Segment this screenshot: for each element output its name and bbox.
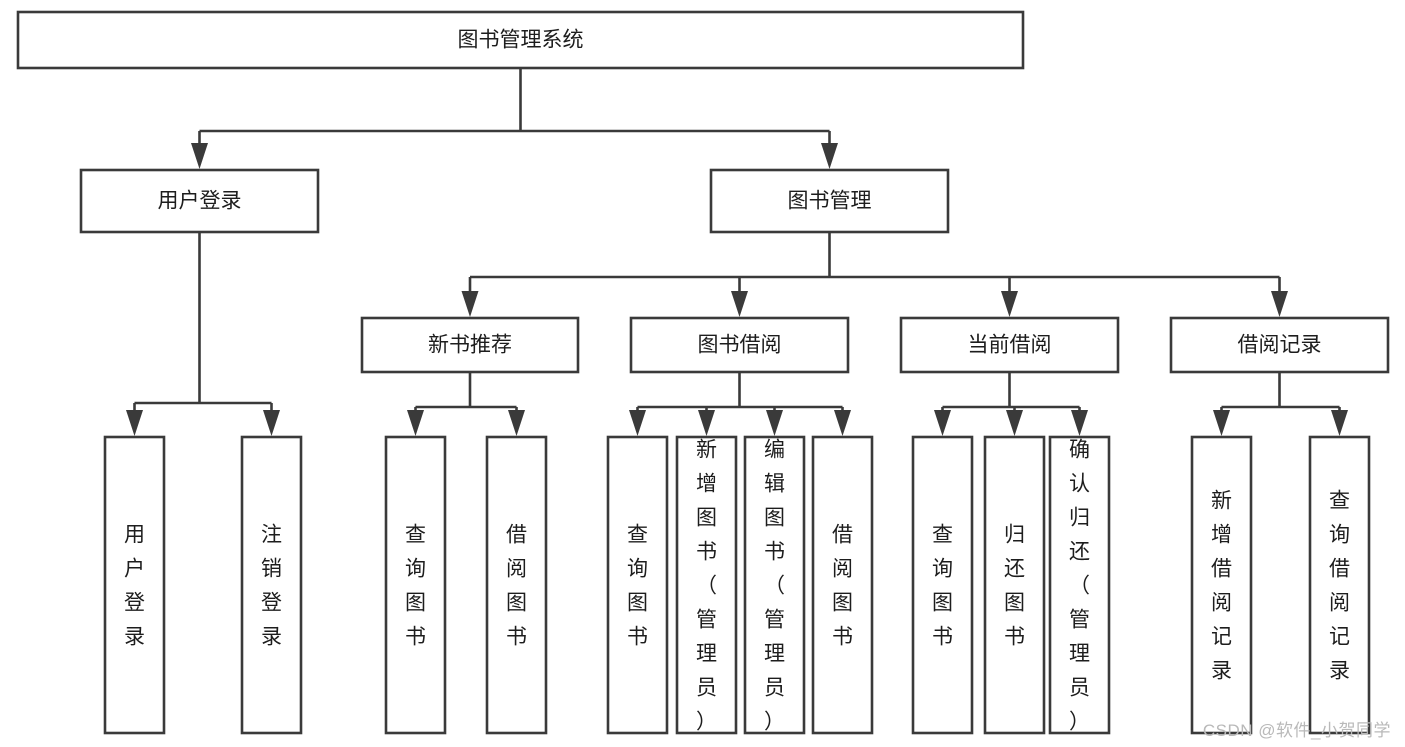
node-layer: 图书管理系统用户登录图书管理新书推荐图书借阅当前借阅借阅记录用户登录注销登录查询… xyxy=(16,10,1390,735)
node-box-leaf-logout[interactable] xyxy=(240,435,303,735)
node-leaf-user-login[interactable]: 用户登录 xyxy=(103,435,166,735)
connector-group-root xyxy=(191,68,838,169)
node-box-leaf-add-record[interactable] xyxy=(1190,435,1253,735)
arrow-head-icon xyxy=(629,410,646,436)
node-box-leaf-confirm-return[interactable] xyxy=(1048,435,1111,735)
node-label-book-borrow: 图书借阅 xyxy=(698,334,782,357)
node-label-user-login: 用户登录 xyxy=(158,190,242,213)
node-box-root[interactable] xyxy=(16,10,1025,70)
node-label-new-book-recommend: 新书推荐 xyxy=(428,334,512,357)
connector-group-current-borrow xyxy=(934,372,1088,436)
connector-group-user-login xyxy=(126,232,280,436)
arrow-head-icon xyxy=(834,410,851,436)
node-leaf-query-book-3[interactable]: 查询图书 xyxy=(911,435,974,735)
arrow-head-icon xyxy=(821,143,838,169)
node-box-book-manage[interactable] xyxy=(709,168,950,234)
arrow-head-icon xyxy=(1331,410,1348,436)
node-label-leaf-add-record: 新增借阅记录 xyxy=(1211,489,1232,682)
node-box-leaf-query-record[interactable] xyxy=(1308,435,1371,735)
node-box-leaf-add-book[interactable] xyxy=(675,435,738,735)
node-label-leaf-query-book-2: 查询图书 xyxy=(627,523,648,648)
node-leaf-query-record[interactable]: 查询借阅记录 xyxy=(1308,435,1371,735)
arrow-head-icon xyxy=(1001,291,1018,317)
node-label-leaf-borrow-book-2: 借阅图书 xyxy=(832,523,853,648)
node-box-leaf-query-book-3[interactable] xyxy=(911,435,974,735)
node-label-borrow-record: 借阅记录 xyxy=(1238,334,1322,357)
arrow-head-icon xyxy=(407,410,424,436)
node-leaf-logout[interactable]: 注销登录 xyxy=(240,435,303,735)
connector-group-book-manage xyxy=(461,232,1288,317)
connector-group-book-borrow xyxy=(629,372,851,436)
node-book-borrow[interactable]: 图书借阅 xyxy=(629,316,850,374)
node-current-borrow[interactable]: 当前借阅 xyxy=(899,316,1120,374)
node-borrow-record[interactable]: 借阅记录 xyxy=(1169,316,1390,374)
node-box-leaf-edit-book[interactable] xyxy=(743,435,806,735)
node-label-leaf-query-record: 查询借阅记录 xyxy=(1329,489,1350,682)
node-label-current-borrow: 当前借阅 xyxy=(968,334,1052,357)
node-label-leaf-query-book-1: 查询图书 xyxy=(405,523,426,648)
watermark: CSDN @软件_小贺同学 xyxy=(1202,721,1391,740)
node-user-login[interactable]: 用户登录 xyxy=(79,168,320,234)
arrow-head-icon xyxy=(263,410,280,436)
node-leaf-borrow-book-2[interactable]: 借阅图书 xyxy=(811,435,874,735)
node-box-leaf-borrow-book-1[interactable] xyxy=(485,435,548,735)
node-label-leaf-return-book: 归还图书 xyxy=(1004,523,1025,648)
node-leaf-borrow-book-1[interactable]: 借阅图书 xyxy=(485,435,548,735)
node-label-leaf-borrow-book-1: 借阅图书 xyxy=(506,523,527,648)
node-book-manage[interactable]: 图书管理 xyxy=(709,168,950,234)
arrow-head-icon xyxy=(934,410,951,436)
node-label-leaf-confirm-return: 确认归还（管理员） xyxy=(1069,438,1090,733)
node-leaf-query-book-2[interactable]: 查询图书 xyxy=(606,435,669,735)
node-new-book-recommend[interactable]: 新书推荐 xyxy=(360,316,580,374)
node-box-borrow-record[interactable] xyxy=(1169,316,1390,374)
node-label-leaf-query-book-3: 查询图书 xyxy=(932,523,953,648)
arrow-head-icon xyxy=(766,410,783,436)
arrow-head-icon xyxy=(1071,410,1088,436)
arrow-head-icon xyxy=(1271,291,1288,317)
node-box-leaf-query-book-2[interactable] xyxy=(606,435,669,735)
node-leaf-add-book[interactable]: 新增图书（管理员） xyxy=(675,435,738,735)
node-box-user-login[interactable] xyxy=(79,168,320,234)
arrow-head-icon xyxy=(1006,410,1023,436)
arrow-head-icon xyxy=(508,410,525,436)
node-label-root: 图书管理系统 xyxy=(458,29,584,52)
connector-group-borrow-record xyxy=(1213,372,1348,436)
connector-group-new-book-recommend xyxy=(407,372,525,436)
node-leaf-query-book-1[interactable]: 查询图书 xyxy=(384,435,447,735)
arrow-head-icon xyxy=(1213,410,1230,436)
node-label-leaf-edit-book: 编辑图书（管理员） xyxy=(764,438,785,733)
node-box-book-borrow[interactable] xyxy=(629,316,850,374)
node-leaf-edit-book[interactable]: 编辑图书（管理员） xyxy=(743,435,806,735)
node-leaf-confirm-return[interactable]: 确认归还（管理员） xyxy=(1048,435,1111,735)
node-label-leaf-user-login: 用户登录 xyxy=(124,523,145,648)
connector-layer xyxy=(126,68,1348,436)
node-label-leaf-logout: 注销登录 xyxy=(261,523,282,648)
node-box-leaf-borrow-book-2[interactable] xyxy=(811,435,874,735)
arrow-head-icon xyxy=(126,410,143,436)
arrow-head-icon xyxy=(461,291,479,317)
node-label-book-manage: 图书管理 xyxy=(788,190,872,213)
node-leaf-return-book[interactable]: 归还图书 xyxy=(983,435,1046,735)
node-box-current-borrow[interactable] xyxy=(899,316,1120,374)
node-box-leaf-return-book[interactable] xyxy=(983,435,1046,735)
node-leaf-add-record[interactable]: 新增借阅记录 xyxy=(1190,435,1253,735)
arrow-head-icon xyxy=(698,410,715,436)
arrow-head-icon xyxy=(191,143,208,169)
node-box-leaf-query-book-1[interactable] xyxy=(384,435,447,735)
node-box-new-book-recommend[interactable] xyxy=(360,316,580,374)
node-label-leaf-add-book: 新增图书（管理员） xyxy=(696,438,717,733)
arrow-head-icon xyxy=(731,291,748,317)
node-box-leaf-user-login[interactable] xyxy=(103,435,166,735)
node-root[interactable]: 图书管理系统 xyxy=(16,10,1025,70)
